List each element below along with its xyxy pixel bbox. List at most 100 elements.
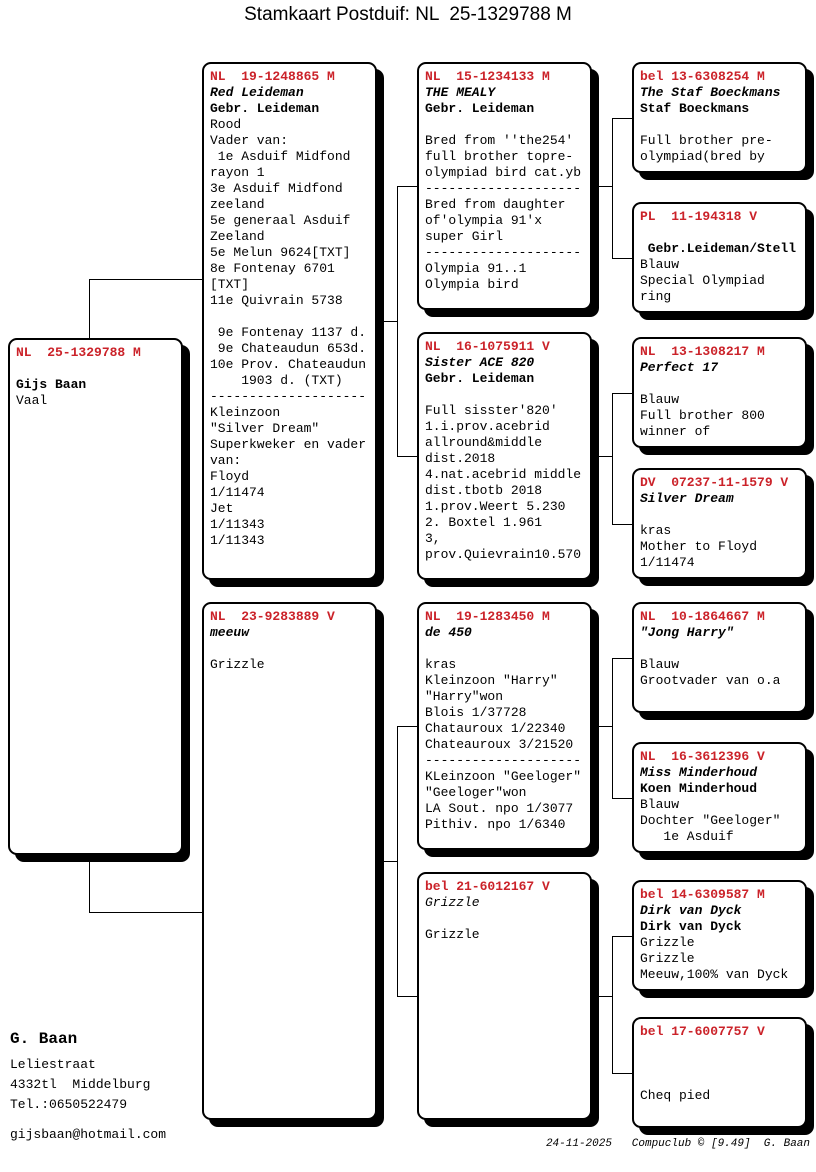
pedigree-line: [640, 1040, 803, 1056]
pedigree-line: 10e Prov. Chateaudun: [210, 357, 367, 372]
ring-number: NL 19-1283450 M: [425, 609, 550, 624]
pedigree-line: Olympia 91..1: [425, 261, 527, 276]
connector-line: [397, 996, 417, 997]
owner-phone: Tel.:0650522479: [10, 1097, 128, 1112]
pedigree-line: Blois 1/37728: [425, 705, 527, 720]
pedigree-line: [425, 641, 588, 657]
pedigree-line: 3e Asduif Midfond: [210, 181, 343, 196]
pedigree-line: Special Olympiad: [640, 273, 765, 288]
pedigree-line: [640, 1072, 803, 1088]
pedigree-line: 1.i.prov.acebrid: [425, 419, 550, 434]
pedigree-line: Sister ACE 820: [425, 355, 535, 370]
pedigree-line: [425, 387, 588, 403]
ring-number: NL 13-1308217 M: [640, 344, 765, 359]
connector-line: [612, 392, 613, 524]
owner-block: G. Baan Leliestraat 4332tl Middelburg Te…: [10, 1030, 166, 1142]
pedigree-line: --------------------: [425, 181, 582, 196]
pedigree-line: kras: [425, 657, 457, 672]
pedigree-line: Red Leideman: [210, 85, 304, 100]
pedigree-line: Vader van:: [210, 133, 289, 148]
pedigree-line: The Staf Boeckmans: [640, 85, 781, 100]
pedigree-line: [TXT]: [210, 277, 250, 292]
pedigree-line: 1.prov.Weert 5.230: [425, 499, 566, 514]
pedigree-line: Vaal: [16, 393, 48, 408]
owner-email: gijsbaan@hotmail.com: [10, 1127, 167, 1142]
ring-number: NL 16-1075911 V: [425, 339, 550, 354]
pedigree-line: winner of: [640, 424, 711, 439]
connector-line: [89, 855, 90, 913]
ring-number: NL 19-1248865 M: [210, 69, 335, 84]
pedigree-line: "Geeloger"won: [425, 785, 527, 800]
pedigree-line: Blauw: [640, 392, 680, 407]
connector-line: [612, 797, 632, 799]
pedigree-line: Grizzle: [425, 927, 480, 942]
pedigree-line: [640, 507, 803, 523]
pedigree-line: Grizzle: [425, 895, 480, 910]
owner-city: 4332tl Middelburg: [10, 1077, 151, 1092]
connector-line: [89, 279, 90, 339]
connector-line: [612, 117, 632, 119]
pedigree-line: 11e Quivrain 5738: [210, 293, 343, 308]
pedigree-line: [640, 376, 803, 392]
ring-number: NL 25-1329788 M: [16, 345, 141, 360]
connector-line: [397, 726, 398, 996]
pedigree-line: Perfect 17: [640, 360, 719, 375]
pedigree-line: kras: [640, 523, 672, 538]
pedigree-line: 1903 d. (TXT): [210, 373, 343, 388]
connector-line: [377, 321, 397, 322]
ring-number: PL 11-194318 V: [640, 209, 758, 224]
pedigree-line: Meeuw,100% van Dyck: [640, 967, 789, 982]
pedigree-line: [640, 1056, 803, 1072]
pedigree-line: 4.nat.acebrid middle: [425, 467, 582, 482]
owner-name: G. Baan: [10, 1030, 78, 1048]
pedigree-line: "Jong Harry": [640, 625, 734, 640]
pedigree-line: 1/11343: [210, 533, 265, 548]
pedigree-line: [425, 911, 588, 927]
pedigree-line: 9e Chateaudun 653d.: [210, 341, 367, 356]
ring-number: NL 23-9283889 V: [210, 609, 335, 624]
pedigree-line: Dochter "Geeloger": [640, 813, 781, 828]
pedigree-line: Grizzle: [640, 935, 695, 950]
connector-line: [612, 657, 632, 659]
pedigree-line: Chatauroux 1/22340: [425, 721, 566, 736]
pedigree-line: Full brother pre-: [640, 133, 773, 148]
owner-street: Leliestraat: [10, 1057, 96, 1072]
connector-line: [612, 117, 613, 258]
ring-number: bel 21-6012167 V: [425, 879, 550, 894]
connector-line: [592, 996, 612, 997]
pedigree-line: Mother to Floyd: [640, 539, 758, 554]
pedigree-line: prov.Quievrain10.570: [425, 547, 582, 562]
pedigree-line: 1e Asduif: [640, 829, 734, 844]
ring-number: NL 10-1864667 M: [640, 609, 765, 624]
pedigree-line: Gijs Baan: [16, 377, 87, 392]
pedigree-line: Rood: [210, 117, 242, 132]
pedigree-line: --------------------: [425, 245, 582, 260]
ring-number: DV 07237-11-1579 V: [640, 475, 789, 490]
pedigree-line: 1e Asduif Midfond: [210, 149, 351, 164]
pedigree-line: [425, 117, 588, 133]
ring-number: NL 15-1234133 M: [425, 69, 550, 84]
ring-number: bel 17-6007757 V: [640, 1024, 765, 1039]
pedigree-line: Gebr. Leideman: [425, 101, 535, 116]
pedigree-line: Blauw: [640, 257, 680, 272]
pedigree-line: 1/11343: [210, 517, 265, 532]
pedigree-line: 1/11474: [210, 485, 265, 500]
connector-line: [377, 861, 397, 862]
pedigree-line: allround&middle: [425, 435, 543, 450]
connector-line: [612, 257, 632, 259]
pedigree-line: Full brother 800: [640, 408, 765, 423]
ring-number: NL 16-3612396 V: [640, 749, 765, 764]
pedigree-line: [210, 309, 373, 325]
pedigree-line: Zeeland: [210, 229, 265, 244]
pedigree-line: Silver Dream: [640, 491, 734, 506]
pedigree-line: Grizzle: [640, 951, 695, 966]
pedigree-line: Grizzle: [210, 657, 265, 672]
